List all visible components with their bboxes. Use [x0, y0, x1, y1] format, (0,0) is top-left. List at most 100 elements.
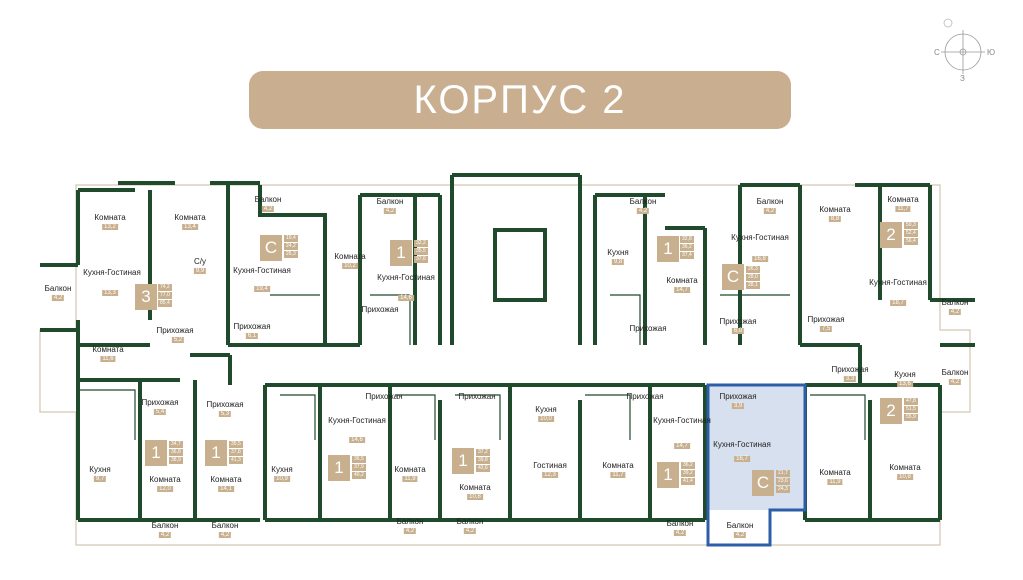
- room-label: Прихожая: [233, 322, 271, 331]
- room-area: 4,2: [948, 309, 962, 315]
- room-label: Кухня: [894, 370, 916, 379]
- room-label: Кухня: [89, 465, 111, 474]
- room-label: Комната: [889, 463, 921, 472]
- room-label: Кухня-Гостиная: [328, 416, 386, 425]
- room-area: 12,3: [542, 472, 558, 478]
- unit-type-badge: 1: [205, 440, 227, 466]
- building-title: КОРПУС 2: [413, 77, 627, 122]
- room-area: 5,4: [153, 409, 167, 415]
- room-area: 10,0: [538, 416, 554, 422]
- room-label: Комната: [602, 461, 634, 470]
- room-label: Балкон: [44, 284, 72, 293]
- room-label: Прихожая: [807, 315, 845, 324]
- room-label[interactable]: Балкон: [726, 521, 754, 530]
- room-area: 13,3: [102, 290, 118, 296]
- room-label: Балкон: [254, 195, 282, 204]
- room-label: Прихожая: [629, 324, 667, 333]
- room-label: Прихожая: [361, 305, 399, 314]
- room-label: Балкон: [941, 368, 969, 377]
- room-area: 10,9: [274, 476, 290, 482]
- room-label: Комната: [92, 345, 124, 354]
- room-label: Комната: [210, 475, 242, 484]
- room-area: 4,2: [403, 528, 417, 534]
- room-area: 11,9: [402, 476, 418, 482]
- room-area: 4,2: [463, 528, 477, 534]
- room-label: Кухня: [607, 248, 629, 257]
- compass-north: С: [934, 48, 940, 57]
- room-area: 14,7: [674, 287, 690, 293]
- unit-type-badge: С: [722, 264, 744, 290]
- unit-type-badge: 1: [328, 455, 350, 481]
- room-area: 4,2: [636, 208, 650, 214]
- unit-type-badge: 1: [145, 440, 167, 466]
- room-area: 13,4: [182, 224, 198, 230]
- room-label: С/у: [194, 257, 206, 266]
- room-area: 4,2: [673, 530, 687, 536]
- room-area: 7,5: [819, 326, 833, 332]
- room-label: Балкон: [756, 197, 784, 206]
- room-label: Балкон: [941, 298, 969, 307]
- room-label: Прихожая: [365, 392, 403, 401]
- compass-south: Ю: [987, 48, 996, 57]
- unit-type-badge: С: [260, 235, 282, 261]
- room-area: 5,2: [171, 337, 185, 343]
- unit-type-badge: 1: [452, 448, 474, 474]
- room-label: Кухня-Гостиная: [377, 273, 435, 282]
- room-area: 4,2: [948, 379, 962, 385]
- room-area: 10,8: [467, 494, 483, 500]
- room-label: Комната: [149, 475, 181, 484]
- room-area: 11,6: [100, 356, 116, 362]
- unit-type-badge: 2: [880, 222, 902, 248]
- room-area: 10,8: [897, 474, 913, 480]
- room-label: Комната: [174, 213, 206, 222]
- compass-west: З: [960, 74, 965, 83]
- room-area: 13,6: [897, 381, 913, 387]
- room-label: Кухня: [271, 465, 293, 474]
- unit-type-badge: 1: [657, 236, 679, 262]
- room-label: Балкон: [211, 521, 239, 530]
- room-area: 5,3: [218, 411, 232, 417]
- room-label: Балкон: [151, 521, 179, 530]
- building-title-banner: КОРПУС 2: [249, 71, 791, 129]
- room-area: 16,7: [734, 456, 750, 462]
- room-area: 9,9: [193, 268, 207, 274]
- room-label: Балкон: [666, 519, 694, 528]
- room-label: Прихожая: [719, 317, 757, 326]
- room-label: Кухня-Гостиная: [83, 268, 141, 277]
- room-area: 11,7: [610, 472, 626, 478]
- room-label[interactable]: Кухня-Гостиная: [713, 440, 771, 449]
- room-label: Комната: [819, 205, 851, 214]
- room-label: Комната: [394, 465, 426, 474]
- room-label: Комната: [334, 252, 366, 261]
- room-area: 19,4: [254, 286, 270, 292]
- room-label: Прихожая: [458, 392, 496, 401]
- room-area: 4,2: [218, 532, 232, 538]
- room-area: 4,2: [158, 532, 172, 538]
- unit-type-badge[interactable]: С: [752, 470, 774, 496]
- room-area: 6,0: [731, 328, 745, 334]
- unit-type-badge: 2: [880, 398, 902, 424]
- room-area: 12,0: [157, 486, 173, 492]
- room-label: Комната: [94, 213, 126, 222]
- room-area: 14,6: [398, 295, 414, 301]
- room-label: Балкон: [396, 517, 424, 526]
- room-label: Прихожая: [831, 365, 869, 374]
- room-label: Комната: [666, 276, 698, 285]
- room-label[interactable]: Прихожая: [719, 392, 757, 401]
- room-label: Кухня: [535, 405, 557, 414]
- room-label: Балкон: [376, 197, 404, 206]
- room-label: Кухня-Гостиная: [731, 233, 789, 242]
- room-area: 11,9: [827, 479, 843, 485]
- unit-type-badge: 1: [657, 462, 679, 488]
